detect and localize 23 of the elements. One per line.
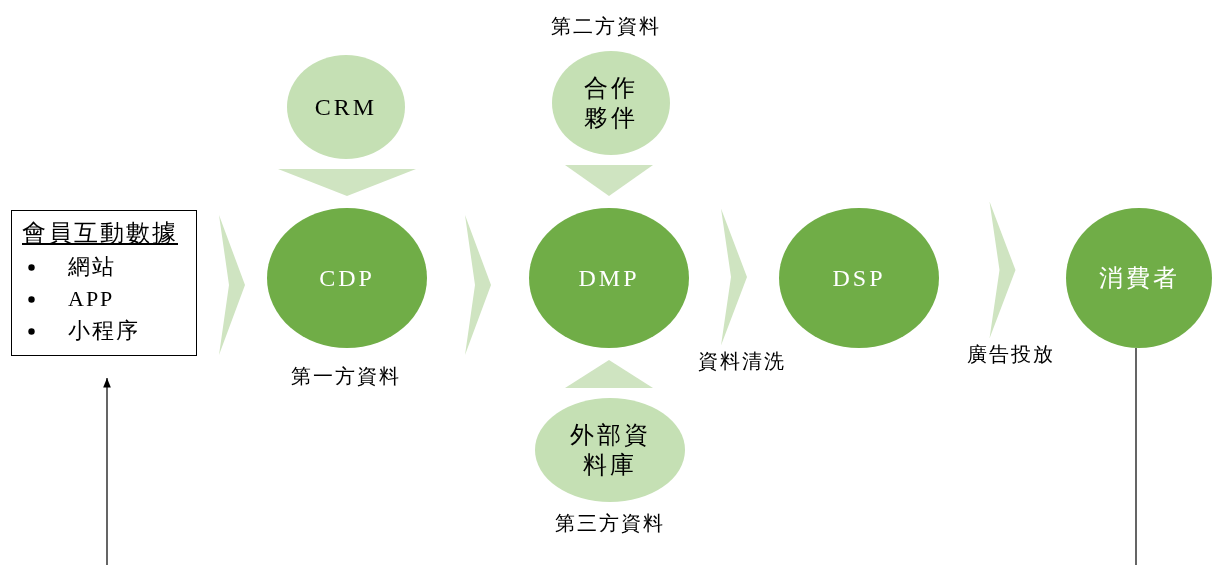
node-label: CDP: [319, 264, 375, 293]
member-data-box: [11, 210, 197, 356]
node-label: 合作夥伴: [583, 74, 639, 133]
node-label: DMP: [578, 264, 640, 293]
chevron-arrow: [219, 215, 245, 355]
node-label: DSP: [832, 264, 886, 293]
triangle-arrow: [565, 165, 653, 196]
chevron-arrow: [465, 215, 491, 355]
node-label: 消費者: [1098, 264, 1180, 293]
node-caption: 第二方資料: [551, 14, 661, 39]
list-item: 小程序: [68, 318, 140, 343]
list-item: APP: [68, 286, 115, 311]
node-label: 外部資料庫: [568, 421, 652, 480]
list-item: 網站: [68, 254, 116, 279]
triangle-arrow: [565, 360, 653, 388]
chevron-arrow: [989, 201, 1016, 339]
feedback-arrow: [103, 347, 1137, 565]
list-heading: 會員互動數據: [22, 219, 178, 248]
node-caption: 第一方資料: [291, 364, 401, 389]
chevron-arrow: [721, 208, 747, 346]
node-caption: 第三方資料: [555, 511, 665, 536]
triangle-arrow: [278, 169, 416, 196]
node-label: CRM: [314, 93, 378, 122]
